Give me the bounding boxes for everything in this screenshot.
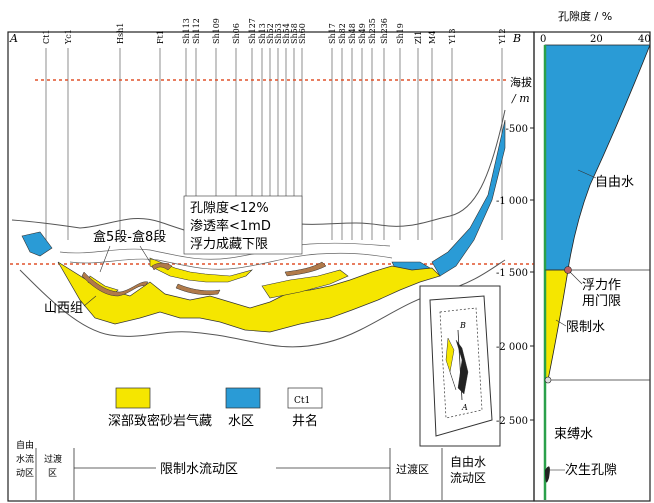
strata-line-2 xyxy=(69,252,393,270)
free-water-leader xyxy=(577,169,597,179)
zone-label-right-1: 自由水 xyxy=(450,455,486,469)
elevation-tick-label: -2 000 xyxy=(496,342,528,353)
elevation-tick-label: -2 500 xyxy=(496,416,528,427)
well-label: Sh06 xyxy=(232,23,241,44)
well-label: Yc1 xyxy=(64,29,73,45)
elevation-tick-label: -500 xyxy=(506,124,528,135)
zone-label-free-water: 自由水 xyxy=(595,175,634,190)
formation-leader-1 xyxy=(99,245,111,273)
inset-map: B A xyxy=(419,285,501,447)
well-label: Sh58 xyxy=(290,23,299,44)
legend-swatch-well xyxy=(287,387,323,409)
zone-label-bound-water: 束缚水 xyxy=(554,426,593,442)
zone-label-transition-right: 过渡区 xyxy=(396,462,429,476)
well-label: Sh17 xyxy=(328,23,337,44)
porosity-free-water-fill xyxy=(544,44,651,271)
well-label: M4 xyxy=(428,31,437,44)
section-end-label: B xyxy=(512,32,521,45)
well-label: Sh48 xyxy=(348,23,357,44)
secondary-pore-blob xyxy=(545,466,550,483)
zone-label-buoyancy-1: 浮力作 xyxy=(582,278,621,293)
well-label: Sh82 xyxy=(338,23,347,44)
elevation-ticks: -500 -1 000 -1 500 -2 000 -2 500 xyxy=(496,124,534,427)
legend-label-water: 水区 xyxy=(228,414,254,429)
zone-label-left-1: 自由 xyxy=(16,439,34,451)
annotation-line-2: 渗透率<1mD xyxy=(190,218,271,234)
zone-label-buoyancy-2: 用门限 xyxy=(582,294,621,309)
well-label: Sh113 xyxy=(182,18,191,44)
well-label: Zl1 xyxy=(414,31,423,44)
water-zone-left xyxy=(21,231,53,257)
brown-lens-3 xyxy=(284,261,327,277)
zone-label-transition-left-1: 过渡 xyxy=(44,453,62,465)
well-label: Hsh1 xyxy=(116,23,125,44)
zone-label-secondary-pores: 次生孔隙 xyxy=(565,462,617,478)
inset-inner-outline xyxy=(439,307,483,419)
well-label: Sh19 xyxy=(396,23,405,44)
gas-reservoir-main xyxy=(57,261,441,333)
well-label: Sh109 xyxy=(212,18,221,44)
well-label: Ft1 xyxy=(156,30,165,44)
gas-lens-right xyxy=(261,269,349,299)
formation-leader-2 xyxy=(139,245,151,263)
zone-label-left-3: 动区 xyxy=(16,468,34,479)
porosity-tick-40: 40 xyxy=(638,34,651,45)
inset-gas-zone xyxy=(445,337,457,391)
elevation-tick-label: -1 500 xyxy=(496,268,528,279)
water-zone-right xyxy=(431,119,506,277)
restricted-leader xyxy=(555,319,567,327)
legend-label-gas: 深部致密砂岩气藏 xyxy=(108,413,212,429)
well-label: Sh54 xyxy=(282,23,291,44)
porosity-tick-20: 20 xyxy=(590,34,603,45)
well-label: Sh53 xyxy=(274,23,283,44)
formation-leader-3 xyxy=(83,295,97,307)
inset-label-b: B xyxy=(459,321,466,330)
buoyancy-threshold-marker xyxy=(564,266,572,274)
well-label: Y13 xyxy=(448,29,457,45)
section-start-label: A xyxy=(9,32,18,45)
formation-label-he5-8: 盒5段-盒8段 xyxy=(93,229,166,245)
brown-lens-1 xyxy=(81,271,149,297)
well-label: Sh49 xyxy=(358,23,367,44)
inset-ab-line xyxy=(457,329,463,401)
inset-label-a: A xyxy=(461,403,468,412)
well-label: Sh112 xyxy=(192,18,201,44)
gas-lens-upper xyxy=(149,257,254,283)
annotation-line-3: 浮力成藏下限 xyxy=(190,237,268,252)
elevation-tick-label: -1 000 xyxy=(496,196,528,207)
well-label: Sh52 xyxy=(266,23,275,44)
inset-section-trace xyxy=(455,339,469,395)
zone-label-restricted-water: 限制水 xyxy=(566,320,605,335)
elevation-label-2: / m xyxy=(511,92,530,105)
legend-label-well: 井名 xyxy=(292,413,318,429)
zone-label-main: 限制水流动区 xyxy=(160,462,238,477)
annotation-line-1: 孔隙度<12% xyxy=(190,200,269,216)
strata-line-1 xyxy=(59,242,391,260)
well-label: Sh60 xyxy=(298,23,307,44)
legend-swatch-water xyxy=(225,387,261,409)
flow-zone-bar: 限制水流动区 自由 水流 动区 过渡 区 过渡区 自由水 流动区 xyxy=(16,439,486,500)
porosity-title: 孔隙度 / % xyxy=(558,9,612,23)
legend-swatch-gas xyxy=(115,387,151,409)
well-label: Sh235 xyxy=(368,18,377,44)
well-label: Y12 xyxy=(498,29,507,45)
buoyancy-leader xyxy=(569,271,583,285)
brown-lens-4 xyxy=(151,262,173,271)
elevation-label-1: 海拔 xyxy=(510,75,532,89)
legend-well-sample: Ct1 xyxy=(294,396,310,406)
well-label: Ct1 xyxy=(42,30,51,44)
well-label: Sh236 xyxy=(380,18,389,44)
annotation-box xyxy=(183,195,303,255)
bound-water-marker xyxy=(544,376,552,384)
zone-label-left-2: 水流 xyxy=(16,453,34,465)
well-label: Sh127 xyxy=(248,18,257,44)
brown-lens-2 xyxy=(175,283,221,295)
zone-label-right-2: 流动区 xyxy=(450,471,486,485)
formation-label-shanxi: 山西组 xyxy=(44,301,83,316)
porosity-tick-0: 0 xyxy=(540,34,546,45)
well-label: Sh13 xyxy=(258,23,267,44)
legend: 深部致密砂岩气藏 水区 Ct1 井名 xyxy=(108,387,323,429)
zone-label-transition-left-2: 区 xyxy=(48,468,57,479)
